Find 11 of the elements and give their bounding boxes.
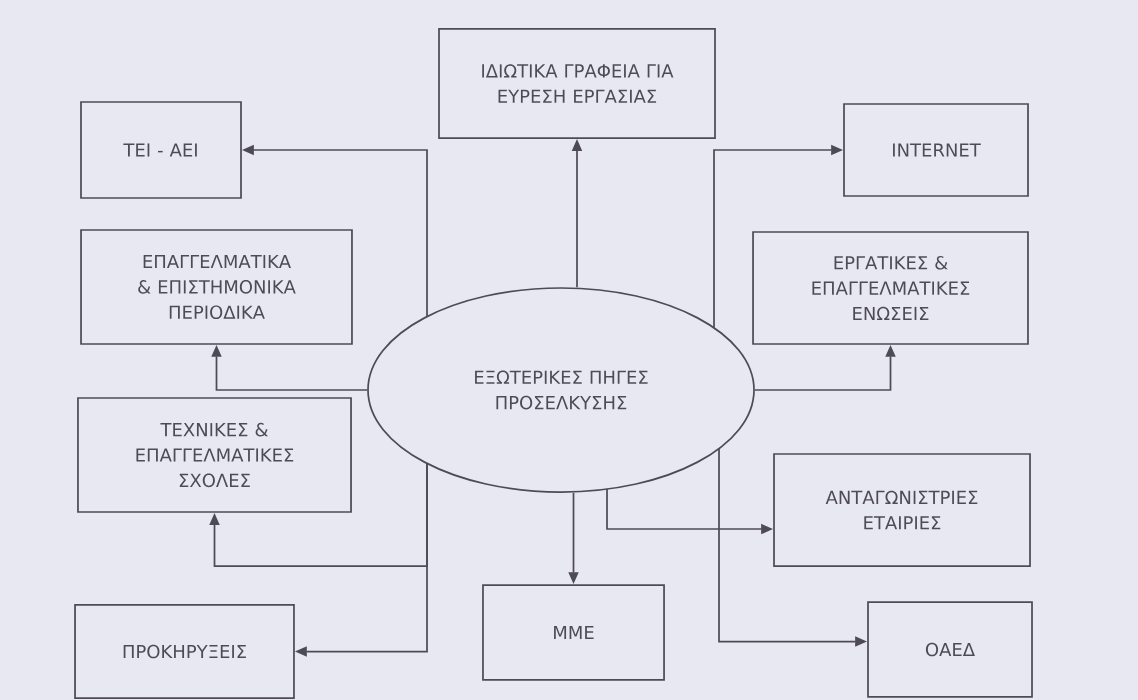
text-box: ΜΜΕ (482, 584, 665, 681)
text-box: ΠΡΟΚΗΡΥΞΕΙΣ (74, 604, 295, 699)
text-box: INTERNET (843, 103, 1029, 197)
text-box: ΕΡΓΑΤΙΚΕΣ & ΕΠΑΓΓΕΛΜΑΤΙΚΕΣ ΕΝΩΣΕΙΣ (752, 231, 1029, 345)
text-box: ΕΠΑΓΓΕΛΜΑΤΙΚΑ & ΕΠΙΣΤΗΜΟΝΙΚΑ ΠΕΡΙΟΔΙΚΑ (80, 229, 353, 345)
ellipse-node: ΕΞΩΤΕΡΙΚΕΣ ΠΗΓΕΣ ΠΡΟΣΕΛΚΥΣΗΣ (367, 287, 755, 493)
text-box: ΑΝΤΑΓΩΝΙΣΤΡΙΕΣ ΕΤΑΙΡΙΕΣ (773, 453, 1031, 567)
text-box: ΙΔΙΩΤΙΚΑ ΓΡΑΦΕΙΑ ΓΙΑ ΕΥΡΕΣΗ ΕΡΓΑΣΙΑΣ (438, 28, 716, 139)
text-box: ΟΑΕΔ (867, 601, 1033, 698)
text-box: ΤΕΙ - ΑΕΙ (80, 101, 242, 199)
text-box: ΤΕΧΝΙΚΕΣ & ΕΠΑΓΓΕΛΜΑΤΙΚΕΣ ΣΧΟΛΕΣ (77, 397, 352, 513)
